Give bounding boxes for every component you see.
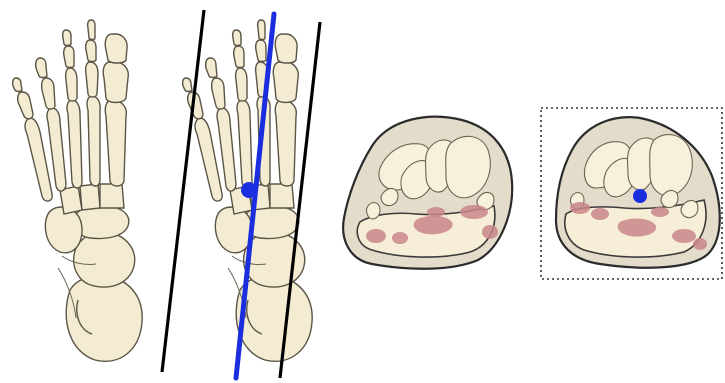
cut-plane-left-line: [162, 10, 204, 372]
section-point-marker: [633, 189, 647, 203]
foot-skeleton-left: [13, 20, 143, 361]
cross-section-left: [343, 117, 512, 269]
axis-point-marker: [241, 182, 257, 198]
